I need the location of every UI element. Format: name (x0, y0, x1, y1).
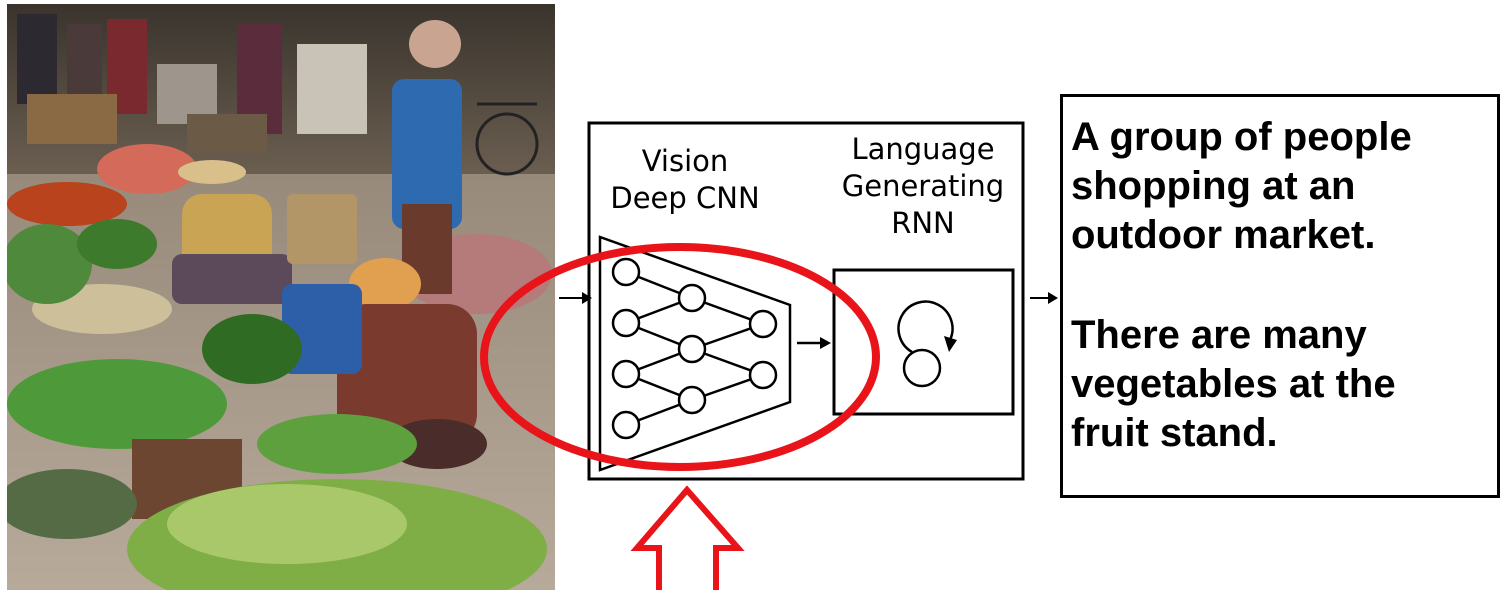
highlight-up-arrow (630, 485, 745, 590)
cnn-node (677, 283, 707, 313)
input-arrow (559, 292, 592, 304)
red-sack (97, 144, 197, 194)
cnn-node (611, 410, 641, 440)
greens-basket (77, 219, 157, 269)
vision-label-line2: Deep CNN (610, 181, 760, 215)
network-nodes (611, 257, 778, 440)
cnn-node (748, 309, 778, 339)
cabbage-pile (7, 224, 92, 304)
language-label-line1: Language (851, 132, 995, 166)
cnn-node (611, 359, 641, 389)
cnn-node (677, 334, 707, 364)
beans-bundle (257, 414, 417, 474)
caption-line: There are many (1071, 313, 1367, 357)
vendor-crouching (337, 258, 487, 469)
tomato-pile (7, 182, 127, 226)
cnn-node (611, 257, 641, 287)
caption-line: outdoor market. (1071, 213, 1376, 257)
herb-bunch (202, 314, 302, 384)
market-photo (7, 4, 555, 590)
woven-basket (287, 194, 357, 264)
rnn-loop-icon (897, 300, 957, 388)
caption-line: A group of people (1071, 115, 1412, 159)
bicycle (475, 102, 539, 176)
blue-basket (282, 284, 362, 374)
caption-line: fruit stand. (1071, 411, 1278, 455)
caption-line: vegetables at the (1071, 362, 1396, 406)
cnn-to-rnn-arrow (797, 337, 831, 349)
caption-spacer (1071, 260, 1497, 311)
leafy-greens (7, 359, 227, 449)
language-label: Language Generating RNN (832, 131, 1014, 242)
language-label-line3: RNN (891, 206, 955, 240)
background-crowd (17, 14, 367, 154)
vision-label-line1: Vision (641, 144, 729, 178)
banana-leaves (7, 469, 137, 539)
caption-box: A group of people shopping at an outdoor… (1060, 94, 1500, 498)
vendor-seated-hat (172, 160, 292, 304)
model-box (587, 121, 1025, 481)
output-arrow (1030, 292, 1058, 304)
cnn-trapezoid (598, 235, 792, 472)
cnn-node (611, 308, 641, 338)
cnn-node (677, 385, 707, 415)
highlight-ellipse (480, 243, 880, 471)
cnn-node (748, 360, 778, 390)
banana-pile-light (167, 484, 407, 564)
vision-label: Vision Deep CNN (600, 143, 770, 217)
caption-line: shopping at an (1071, 164, 1356, 208)
rnn-box (832, 268, 1015, 416)
language-label-line2: Generating (841, 169, 1005, 203)
